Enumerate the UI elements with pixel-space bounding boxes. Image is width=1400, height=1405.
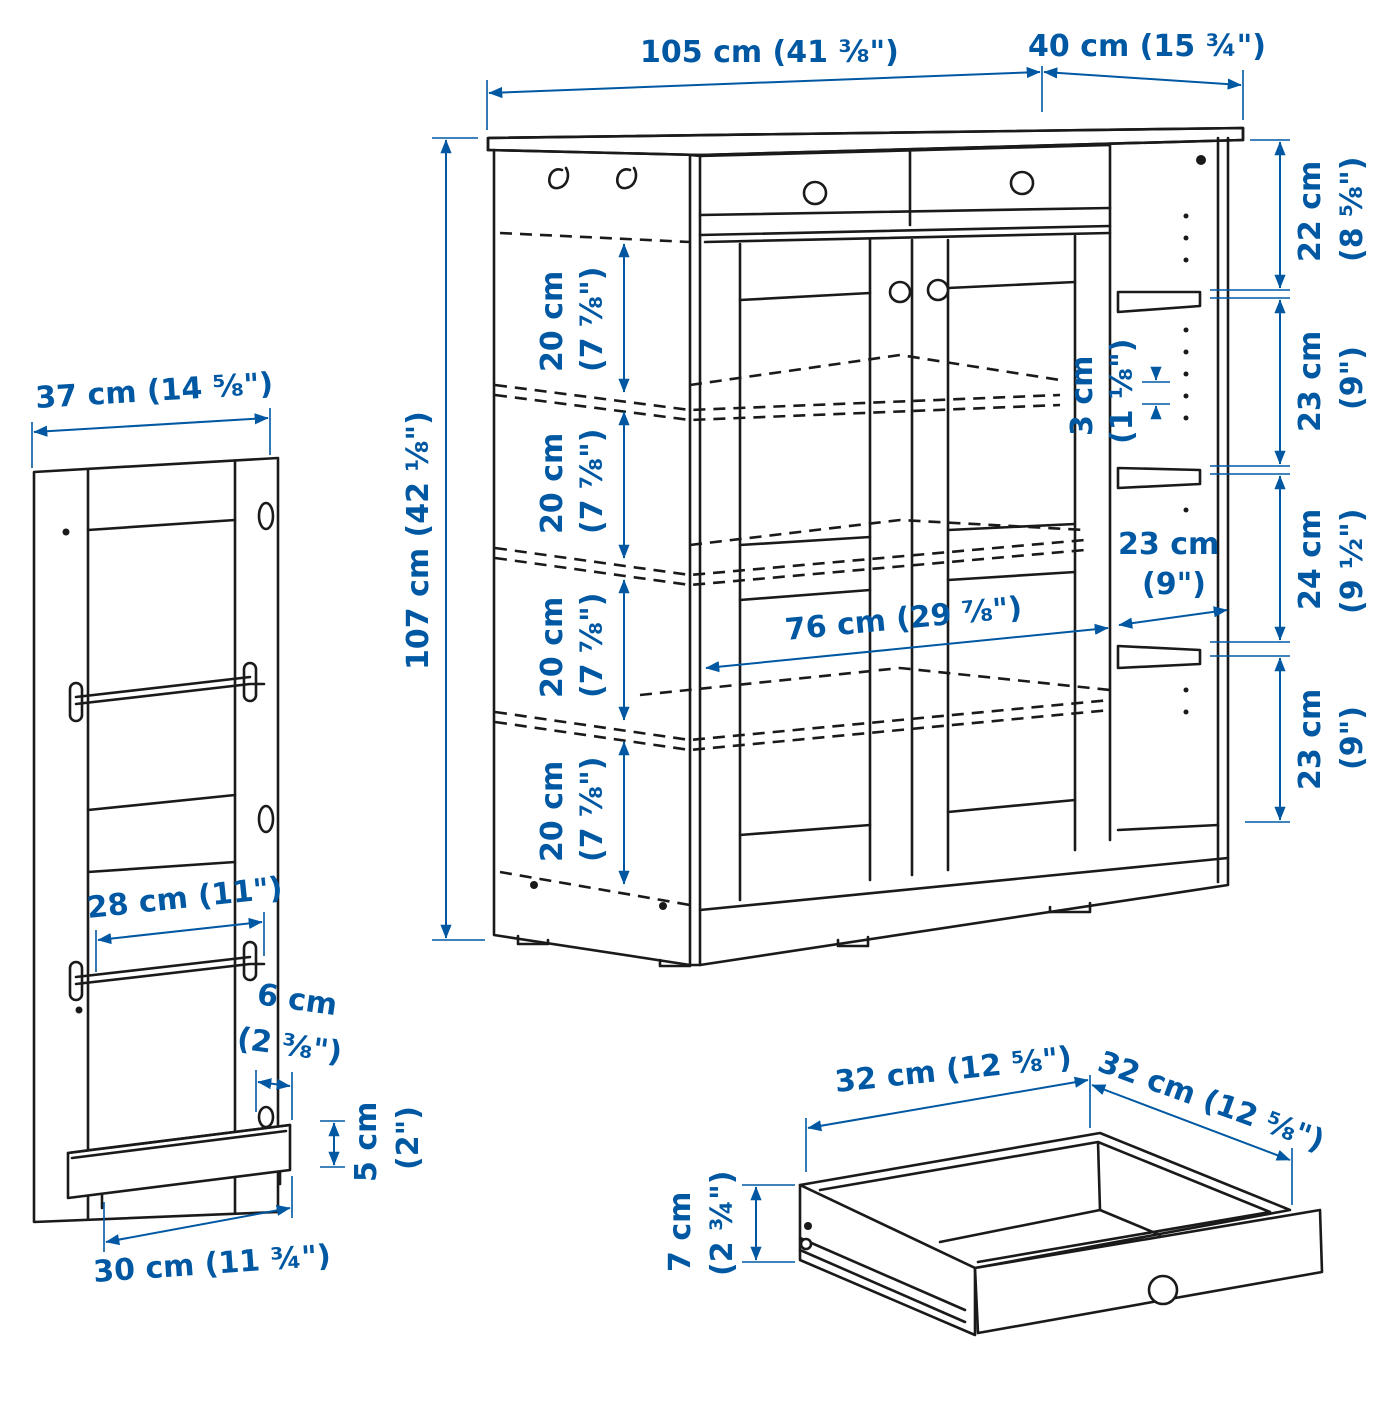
tray-height-cm: 5 cm: [349, 1102, 384, 1182]
side-4-cm: 23 cm: [1293, 689, 1328, 790]
cabinet-width-label: 105 cm (41 ⅜"): [640, 35, 899, 70]
drawer-depth-label: 32 cm (12 ⅝"): [1093, 1045, 1329, 1159]
side-2-cm: 23 cm: [1293, 331, 1328, 432]
drawer-width-label: 32 cm (12 ⅝"): [833, 1040, 1073, 1100]
door-tray: [66, 1123, 292, 1210]
side-shelf-depth-cm: 23 cm: [1118, 527, 1219, 562]
shelf-spacing-3-cm: 20 cm: [535, 597, 570, 698]
side-3-in: (9 ½"): [1335, 509, 1370, 614]
shelf-spacing-2-in: (7 ⅞"): [575, 429, 610, 534]
hole-spacing-in: (1 ⅛"): [1105, 339, 1140, 444]
drawer-height-cm: 7 cm: [663, 1192, 698, 1272]
drawer-drawing: [798, 1131, 1324, 1337]
side-top-in: (8 ⅝"): [1335, 157, 1370, 262]
side-2-in: (9"): [1335, 346, 1370, 410]
drawer-height-in: (2 ¾"): [705, 1171, 740, 1276]
dimension-lines: [31, 66, 1293, 1263]
shelf-spacing-2-cm: 20 cm: [535, 433, 570, 534]
tray-width-label: 30 cm (11 ¾"): [92, 1238, 332, 1290]
shelf-spacing-1-in: (7 ⅞"): [575, 267, 610, 372]
shelf-hole-column: [1183, 213, 1189, 715]
shelf-spacing-4-in: (7 ⅞"): [575, 757, 610, 862]
shelf-spacing-3-in: (7 ⅞"): [575, 593, 610, 698]
cabinet-depth-label: 40 cm (15 ¾"): [1028, 29, 1266, 64]
side-top-cm: 22 cm: [1293, 161, 1328, 262]
side-shelf-depth-in: (9"): [1142, 567, 1206, 602]
shelf-spacing-1-cm: 20 cm: [535, 271, 570, 372]
cabinet-height-label: 107 cm (42 ⅛"): [401, 411, 436, 670]
hole-spacing-cm: 3 cm: [1065, 356, 1100, 436]
door-panel-drawing: [32, 456, 292, 1224]
cabinet-drawing: [486, 126, 1245, 968]
door-width-label: 37 cm (14 ⅝"): [34, 367, 274, 416]
side-3-cm: 24 cm: [1293, 509, 1328, 610]
shelf-spacing-4-cm: 20 cm: [535, 761, 570, 862]
door-rail-upper: [68, 661, 266, 723]
tray-height-in: (2"): [391, 1106, 426, 1170]
door-rail-lower: [68, 940, 266, 1002]
side-4-in: (9"): [1335, 706, 1370, 770]
